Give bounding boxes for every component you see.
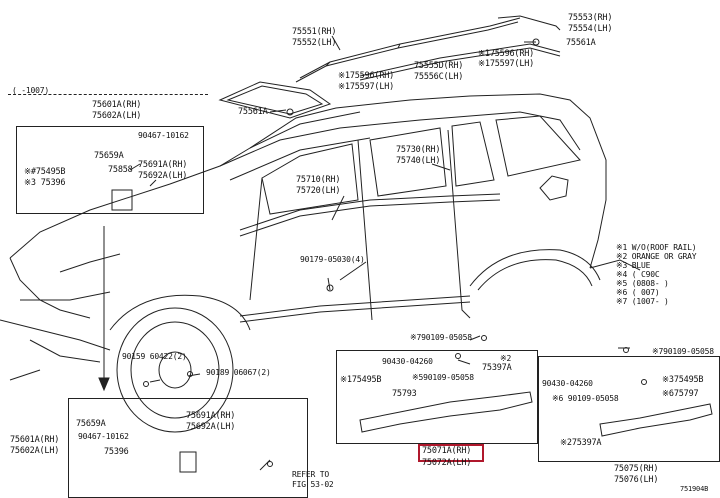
label-90179: 90179-05030(4) xyxy=(300,255,365,264)
label-90430-1: 90430-04260 xyxy=(382,357,433,366)
label-75602a-lh: 75602A(LH) xyxy=(92,111,142,121)
note-4: ※4 ( C90C xyxy=(616,270,660,279)
label-75071a-rh[interactable]: 75071A(RH) xyxy=(422,446,472,456)
side-molding-lh xyxy=(599,403,713,437)
label-k175597-lh: ※175597(LH) xyxy=(338,82,395,92)
note-2: ※2 ORANGE OR GRAY xyxy=(616,252,697,261)
label-r-75075-rh: 75075(RH) xyxy=(614,464,659,474)
label-refer-to: REFER TO xyxy=(292,470,329,479)
label-75397a-1: 75397A xyxy=(482,363,512,373)
label-box3-75602a-lh: 75602A(LH) xyxy=(10,446,60,456)
label-75858: 75858 xyxy=(108,165,133,175)
detail-box-top-left xyxy=(8,94,208,97)
label-r-90430: 90430-04260 xyxy=(542,379,593,388)
label-k175596-rh-top: ※175596(RH) xyxy=(478,49,535,59)
note-6: ※6 ( 007) xyxy=(616,288,660,297)
label-75691a: 75691A(RH) xyxy=(138,160,188,170)
label-k175597-lh-top: ※175597(LH) xyxy=(478,59,535,69)
note-7: ※7 (1007- ) xyxy=(616,297,669,306)
label-75730-rh: 75730(RH) xyxy=(396,145,441,155)
note-1: ※1 W/O(ROOF RAIL) xyxy=(616,243,697,252)
label-90159: 90159 60422(2) xyxy=(122,352,187,361)
label-r-90109: ※790109-05058 xyxy=(652,347,714,356)
label-75551-rh: 75551(RH) xyxy=(292,27,337,37)
rear-window xyxy=(369,127,447,197)
label-90109-2: ※590109-05058 xyxy=(412,373,474,382)
label-75495b-2: ※175495B xyxy=(340,375,382,385)
label-90109-1: ※790109-05058 xyxy=(410,333,472,342)
detail-box-clip-rail xyxy=(16,126,204,214)
label-75396: ※3 75396 xyxy=(24,178,66,188)
vehicle-body-outline xyxy=(9,93,607,269)
label-refer-fig: FIG 53-02 xyxy=(292,480,334,489)
label-75692a: 75692A(LH) xyxy=(138,171,188,181)
label-75601a-rh: 75601A(RH) xyxy=(92,100,142,110)
label-75740-lh: 75740(LH) xyxy=(396,156,441,166)
label-75561a-top: 75561A xyxy=(566,38,596,48)
label-box3-75601a-rh: 75601A(RH) xyxy=(10,435,60,445)
label-90189: 90189 06067(2) xyxy=(206,368,271,377)
front-window xyxy=(261,143,359,215)
label-r-75797: ※675797 xyxy=(662,389,699,399)
rear-wheel-arch xyxy=(469,249,601,287)
label-75556c-lh: 75556C(LH) xyxy=(414,72,464,82)
label-k2: ※2 xyxy=(500,354,512,363)
label-75555d-rh: 75555D(RH) xyxy=(414,61,464,71)
label-75793: 75793 xyxy=(392,389,417,399)
label-90467: 90467-10162 xyxy=(138,131,189,140)
detail-box-molding xyxy=(336,350,538,444)
label-box3-75659a: 75659A xyxy=(76,419,106,429)
note-5: ※5 (0808- ) xyxy=(616,279,669,288)
label-box3-75692a: 75692A(LH) xyxy=(186,422,236,432)
notes-legend: ※1 W/O(ROOF RAIL) ※2 ORANGE OR GRAY ※3 B… xyxy=(616,243,697,306)
label-r-90109b: ※6 90109-05058 xyxy=(552,394,619,403)
label-75552-lh: 75552(LH) xyxy=(292,38,337,48)
label-date-range: ( -1007) xyxy=(12,86,49,95)
label-box3-90467: 90467-10162 xyxy=(78,432,129,441)
label-75554-lh: 75554(LH) xyxy=(568,24,613,34)
label-r-75495b: ※375495B xyxy=(662,375,704,385)
label-75720-lh: 75720(LH) xyxy=(296,186,341,196)
note-3: ※3 BLUE xyxy=(616,261,651,270)
label-r-75076-lh: 75076(LH) xyxy=(614,475,659,485)
side-molding-rh xyxy=(359,391,533,433)
label-fig-id: 751904B xyxy=(680,485,709,493)
label-box3-75396: 75396 xyxy=(104,447,129,457)
highlight-75071a xyxy=(418,444,484,462)
label-75659a: 75659A xyxy=(94,151,124,161)
label-box3-75691a: 75691A(RH) xyxy=(186,411,236,421)
label-75072a-lh: 75072A(LH) xyxy=(422,458,472,468)
label-75710-rh: 75710(RH) xyxy=(296,175,341,185)
label-75553-rh: 75553(RH) xyxy=(568,13,613,23)
label-r-75397a: ※275397A xyxy=(560,438,602,448)
label-75561a-roof: 75561A xyxy=(238,107,268,117)
label-k175596-rh: ※175596(RH) xyxy=(338,71,395,81)
label-75495b: ※#75495B xyxy=(24,167,66,177)
front-wheel xyxy=(116,307,234,433)
